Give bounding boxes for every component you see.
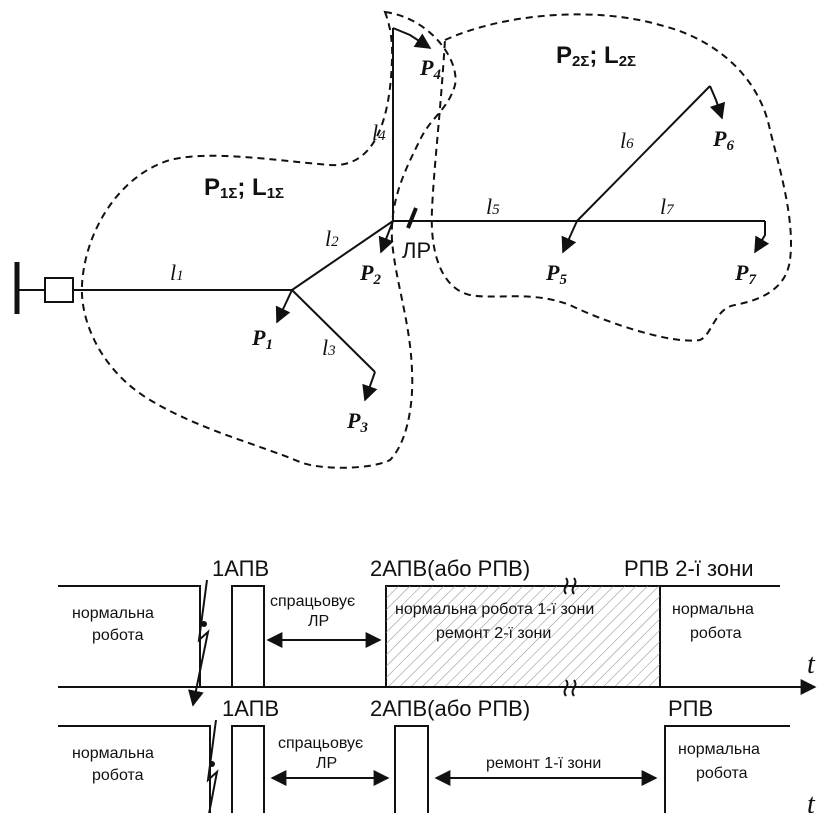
timeline1-break-bottom: [563, 679, 577, 697]
line-label-l4: l4: [372, 120, 386, 145]
line-label-l5: l5: [486, 194, 500, 219]
timeline2-fault-mark: [206, 719, 219, 813]
load-label-p1: P1: [251, 325, 273, 353]
switch-mark: [406, 207, 418, 229]
line-l6: [576, 85, 711, 222]
timeline1-hatch: [386, 586, 660, 687]
timeline2-fault-dot: [209, 761, 215, 767]
breaker-box: [44, 277, 74, 303]
timeline-1: 1АПВ 2АПВ(або РПВ) РПВ 2-ї зони нормальн…: [58, 556, 817, 707]
line-label-l2: l2: [325, 226, 339, 251]
timeline2-normal-b: робота: [92, 767, 144, 784]
timeline2-normal2-a: нормальна: [678, 741, 760, 758]
load-arrow-p7: [754, 221, 770, 254]
timeline1-apv2: 2АПВ(або РПВ): [370, 556, 530, 581]
timeline1-apv1: 1АПВ: [212, 556, 269, 581]
timeline2-apv1: 1АПВ: [222, 696, 279, 721]
timeline2-sprats-a: спрацьовує: [278, 735, 363, 752]
timeline1-rpv: РПВ 2-ї зони: [624, 556, 754, 581]
load-arrow-p4: [392, 27, 432, 49]
zone2-boundary: [430, 13, 792, 342]
line-l3: [291, 289, 376, 373]
line-label-l6: l6: [620, 128, 634, 153]
line-label-l1: l1: [170, 260, 184, 285]
timeline1-normal2-b: робота: [690, 625, 742, 642]
timeline2-t: t: [807, 789, 816, 813]
timeline1-normal-b: робота: [92, 627, 144, 644]
line-label-l3: l3: [322, 335, 336, 360]
load-arrow-p3: [362, 371, 378, 402]
load-label-p2: P2: [359, 260, 381, 288]
timeline2-normal-a: нормальна: [72, 745, 154, 762]
load-label-p5: P5: [545, 260, 567, 288]
timeline2-sprats-b: ЛР: [316, 755, 337, 772]
load-arrow-p2: [378, 220, 394, 254]
timeline2-apv2: 2АПВ(або РПВ): [370, 696, 530, 721]
timeline1-normal2-a: нормальна: [672, 601, 754, 618]
timeline1-fault-mark: [188, 579, 210, 707]
load-label-p4: P4: [419, 55, 441, 83]
zone1-boundary: [80, 10, 457, 469]
timeline2-repair: ремонт 1-ї зони: [486, 755, 601, 772]
timeline1-break-top: [563, 577, 577, 595]
timeline1-sprats-b: ЛР: [308, 613, 329, 630]
timeline2-rpv: РПВ: [668, 696, 713, 721]
line-l2: [291, 220, 394, 291]
load-arrow-p1: [275, 289, 293, 324]
zone1-label: P1Σ; L1Σ: [204, 174, 284, 202]
switch-label: ЛР: [402, 238, 431, 263]
timeline-2: 1АПВ 2АПВ(або РПВ) РПВ нормальна робота …: [58, 696, 816, 813]
load-label-p3: P3: [346, 408, 368, 436]
load-label-p6: P6: [712, 126, 734, 154]
timeline1-normal-a: нормальна: [72, 605, 154, 622]
load-arrow-p5: [561, 220, 578, 254]
load-label-p7: P7: [734, 260, 756, 288]
timeline2-normal2-b: робота: [696, 765, 748, 782]
network-diagram: ЛР P1Σ; L1Σ P2Σ; L2Σ l1 l2 l3 l4 l5 l6 l…: [14, 10, 792, 469]
timeline1-zone-a: нормальна робота 1-ї зони: [395, 601, 594, 618]
load-arrow-p6: [709, 85, 726, 120]
line-label-l7: l7: [660, 194, 675, 219]
timeline1-zone-b: ремонт 2-ї зони: [436, 625, 551, 642]
zone2-label: P2Σ; L2Σ: [556, 42, 636, 70]
timeline1-sprats-a: спрацьовує: [270, 593, 355, 610]
timeline1-t: t: [807, 649, 816, 680]
timeline2-signal: [58, 725, 790, 813]
timeline1-fault-dot: [201, 621, 207, 627]
